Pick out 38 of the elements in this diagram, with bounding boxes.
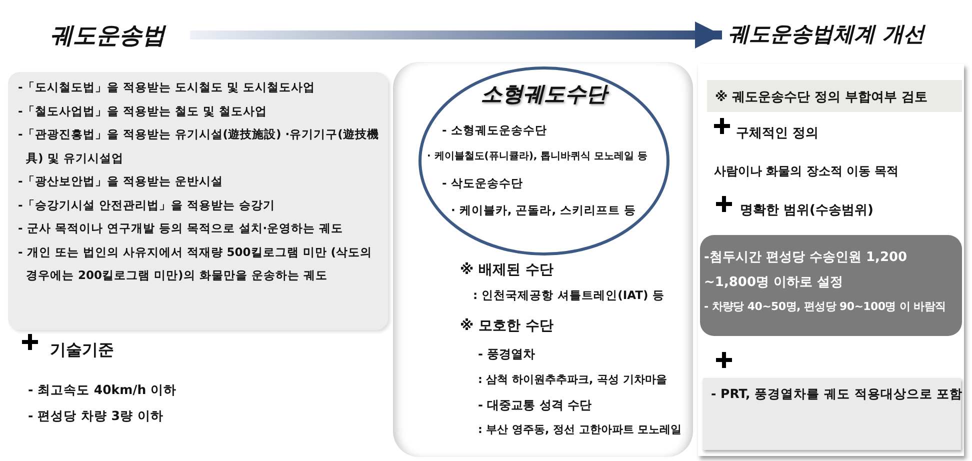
list-item: : 인천국제공항 셔틀트레인(IAT) 등	[473, 288, 664, 303]
list-item: - PRT, 풍경열차를 궤도 적용대상으로 포함	[711, 386, 963, 403]
list-item: -「도시철도법」을 적용받는 도시철도 및 도시철도사업	[18, 79, 316, 96]
list-item: -「관광진흥법」을 적용받는 유기시설(遊技施設) ·유기기구(遊技機具) 및 유기시설업	[18, 126, 380, 166]
list-item: -「광산보안법」을 적용받는 운반시설	[18, 173, 224, 190]
list-item: : 삼척 하이원추추파크, 곡성 기차마을	[478, 372, 667, 387]
list-item: : 부산 영주동, 정선 고한아파트 모노레일	[478, 422, 682, 437]
list-item: · 케이블카, 곤돌라, 스키리프트 등	[451, 203, 636, 218]
middle-panel	[393, 62, 693, 457]
section-heading: 구체적인 정의	[736, 125, 819, 142]
note-bar	[707, 80, 962, 112]
note-heading: ※ 배제된 수단	[460, 261, 554, 279]
content-panel	[703, 378, 961, 450]
note-text: ※ 궤도운송수단 정의 부합여부 검토	[715, 89, 928, 106]
list-item: - 풍경열차	[478, 346, 536, 363]
dark-panel	[700, 235, 962, 336]
list-item: - 삭도운송수단	[442, 176, 523, 191]
note-heading: ※ 모호한 수단	[460, 317, 554, 335]
ellipse-title: 소형궤도수단	[480, 81, 610, 108]
section-heading: 명확한 범위(수송범위)	[740, 202, 874, 219]
section-heading: 기술기준	[50, 340, 114, 361]
content-card	[698, 64, 964, 456]
title-text: 궤도운송법	[50, 22, 165, 51]
list-item: -「승강기시설 안전관리법」을 적용받는 승강기	[18, 196, 276, 214]
list-item: - 소형궤도운송수단	[442, 123, 547, 138]
list-item: - 개인 또는 법인의 사유지에서 적재량 500킬로그램 미만 (삭도의 경우에는 200킬로그램 미만)의 화물만을 운송하는 궤도	[18, 244, 374, 284]
list-item: - 최고속도 40km/h 이하	[28, 382, 176, 399]
title-text: 궤도운송법체계 개선	[728, 21, 924, 48]
list-item: -「철도사업법」을 적용받는 철도 및 철도사업	[18, 102, 268, 120]
list-item: · 케이블철도(퓨니큘라), 톱니바퀴식 모노레일 등	[427, 150, 648, 163]
list-item: - 차량당 40~50명, 편성당 90~100명 이 바람직	[704, 299, 946, 314]
list-item: -첨두시간 편성당 수송인원 1,200 ~1,800명 이하로 설정	[704, 249, 908, 292]
content-panel	[8, 72, 388, 330]
arrow	[190, 22, 722, 48]
list-item: - 대중교통 성격 수단	[478, 397, 592, 414]
list-item: - 편성당 차량 3량 이하	[28, 408, 164, 425]
list-item: - 군사 목적이나 연구개발 등의 목적으로 설치·운영하는 궤도	[18, 220, 344, 237]
description-text: 사람이나 화물의 장소적 이동 목적	[714, 163, 899, 180]
